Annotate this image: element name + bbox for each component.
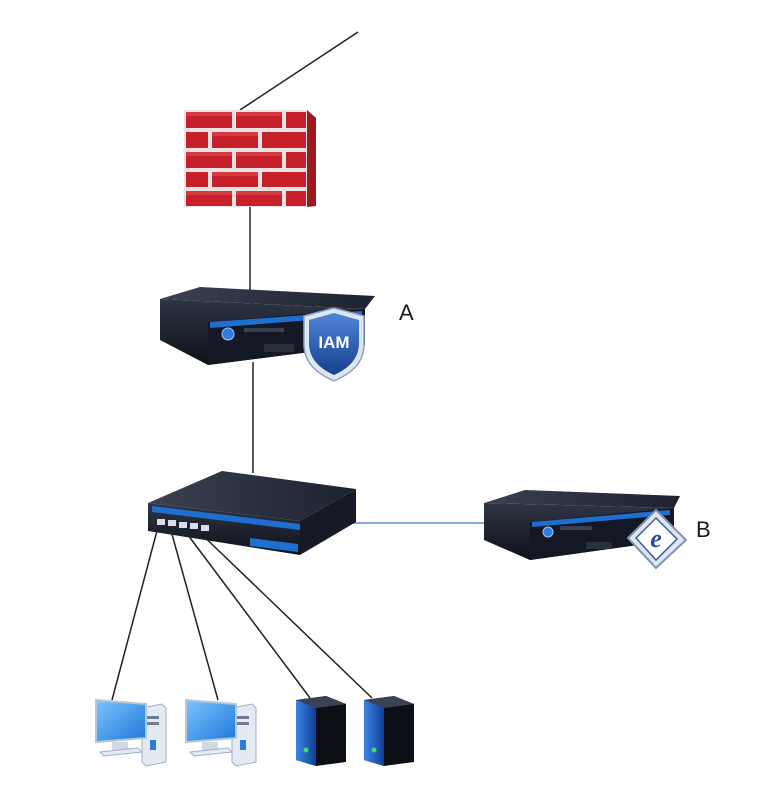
switch-ports bbox=[157, 519, 209, 531]
switch-to-pc2-line bbox=[169, 526, 219, 701]
firewall-icon bbox=[184, 110, 316, 207]
connection-lines bbox=[111, 31, 484, 701]
pc-icon-2 bbox=[185, 698, 257, 767]
pc-icon-1 bbox=[95, 698, 167, 767]
server-icon-2 bbox=[364, 696, 414, 766]
iam-badge-text: IAM bbox=[318, 333, 349, 352]
e-appliance-icon: e bbox=[484, 490, 688, 570]
switch-to-server1-line bbox=[181, 526, 311, 699]
iam-appliance-icon: IAM bbox=[160, 287, 375, 382]
server-icon-1 bbox=[296, 696, 346, 766]
switch-to-server2-line bbox=[193, 526, 373, 699]
e-badge-icon: e bbox=[626, 508, 688, 570]
switch-icon bbox=[148, 471, 356, 555]
uplink-line bbox=[239, 31, 359, 111]
e-badge-text: e bbox=[650, 524, 662, 553]
switch-to-pc1-line bbox=[111, 526, 159, 701]
iam-shield-icon: IAM bbox=[303, 307, 365, 382]
device-b-label: B bbox=[696, 517, 711, 542]
device-a-label: A bbox=[399, 300, 414, 325]
